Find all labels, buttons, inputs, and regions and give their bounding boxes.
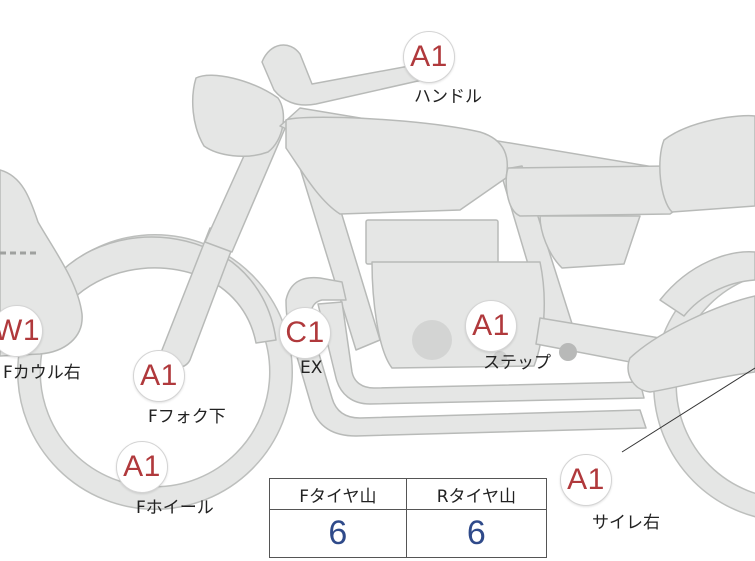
rear-tire-header: Rタイヤ山 (405, 478, 548, 510)
marker-code: W1 (0, 314, 40, 347)
marker-f-fork-lower[interactable]: A1 (133, 350, 185, 402)
seat-rear (659, 114, 755, 213)
marker-ex[interactable]: C1 (279, 307, 331, 359)
headlight (191, 74, 285, 157)
engine-head (365, 219, 499, 265)
marker-label-handle: ハンドル (414, 87, 482, 107)
marker-label-ex: EX (300, 358, 323, 378)
marker-code: A1 (567, 463, 605, 496)
marker-code: A1 (140, 359, 178, 392)
marker-label-silencer-right: サイレ右 (592, 513, 660, 533)
engine-cover (412, 320, 452, 360)
silencer-leader-line (621, 367, 755, 453)
seat (505, 165, 687, 217)
marker-code: A1 (123, 450, 161, 483)
front-fender (54, 236, 277, 344)
front-tire-header: Fタイヤ山 (269, 478, 407, 510)
rear-tire-value[interactable]: 6 (405, 509, 548, 558)
step-peg (559, 343, 577, 361)
marker-f-wheel[interactable]: A1 (116, 441, 168, 493)
marker-step[interactable]: A1 (465, 300, 517, 352)
front-tire-value[interactable]: 6 (269, 509, 407, 558)
marker-code: C1 (285, 316, 325, 349)
marker-handle[interactable]: A1 (403, 31, 455, 83)
silencer (627, 295, 755, 393)
marker-label-step: ステップ (483, 353, 551, 373)
marker-silencer-right[interactable]: A1 (560, 454, 612, 506)
tire-tread-table: Fタイヤ山 Rタイヤ山 6 6 (269, 478, 548, 558)
step-peg-2 (493, 351, 507, 365)
marker-label-f-wheel: Fホイール (136, 498, 214, 518)
side-panel (539, 215, 641, 269)
marker-code: A1 (472, 309, 510, 342)
rear-fender (659, 251, 755, 317)
fuel-tank (285, 116, 509, 215)
marker-code: A1 (410, 40, 448, 73)
marker-f-cowl-right[interactable]: W1 (0, 305, 43, 357)
marker-label-f-fork-lower: Fフォク下 (148, 407, 226, 427)
marker-label-f-cowl-right: Fカウル右 (3, 363, 81, 383)
